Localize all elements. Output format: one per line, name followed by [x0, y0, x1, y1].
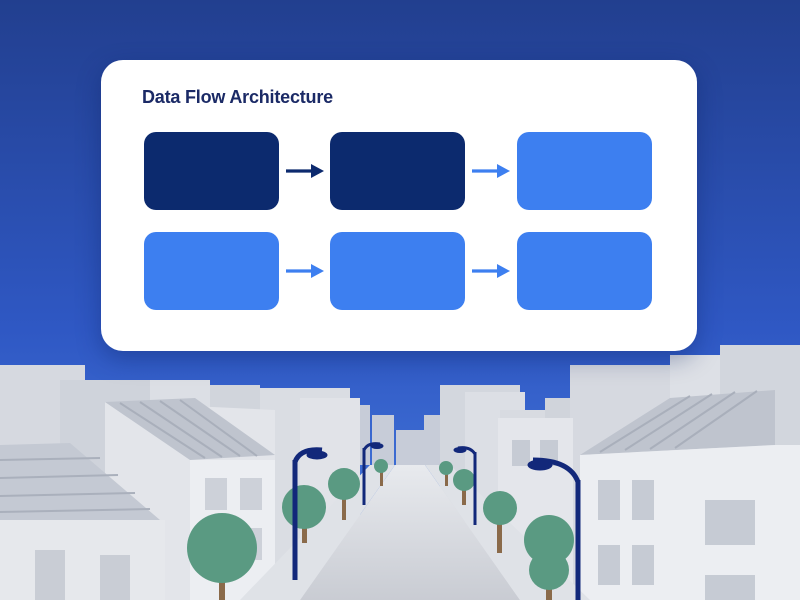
- flow-node-r2-c3: [517, 232, 652, 310]
- flow-node-r1-c3: [517, 132, 652, 210]
- flow-node-r1-c2: [330, 132, 465, 210]
- trees: [187, 459, 574, 600]
- diagram-title: Data Flow Architecture: [142, 87, 333, 107]
- sidewalk-left: [240, 465, 395, 600]
- flow-arrow-icon: [285, 164, 324, 178]
- flow-arrow-icon: [472, 264, 510, 278]
- flow-arrow-icon: [285, 264, 324, 278]
- road: [300, 465, 520, 600]
- street-lamps: [292, 442, 581, 600]
- flow-node-r2-c1: [144, 232, 279, 310]
- flow-node-r2-c2: [330, 232, 465, 310]
- diagram-card: Data Flow Architecture: [101, 60, 697, 351]
- flow-node-r1-c1: [144, 132, 279, 210]
- flow-arrow-icon: [472, 164, 510, 178]
